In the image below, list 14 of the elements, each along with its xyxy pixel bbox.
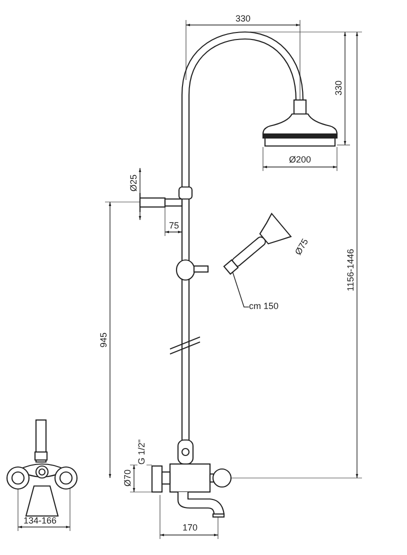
dimension-label: 134-166: [22, 516, 58, 526]
dimension-label: Ø25: [130, 174, 138, 192]
dimension-label: 1156-1446: [346, 248, 356, 292]
dimension-label: Ø70: [124, 468, 132, 488]
leader-label: cm 150: [249, 302, 279, 311]
dimension-label: 945: [100, 331, 108, 349]
dimension-label: 170: [181, 524, 199, 532]
leader-line: [232, 272, 250, 308]
dimension-label: G 1/2": [138, 438, 146, 466]
dimension-label: 330: [234, 14, 252, 24]
hose-connector: [223, 259, 239, 275]
dimension-label: Ø200: [288, 156, 312, 164]
dimension-label: 330: [334, 79, 344, 97]
dimension-label: 75: [168, 222, 180, 230]
